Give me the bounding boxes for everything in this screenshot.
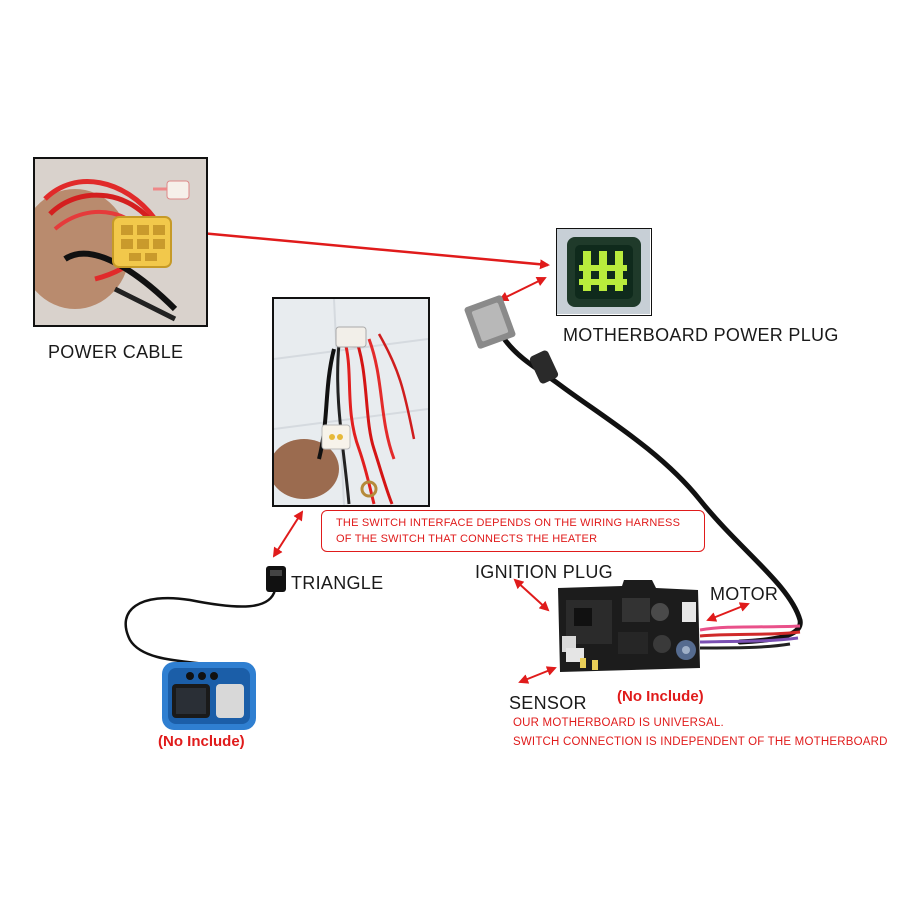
arrow-harness-to-triangle (272, 510, 304, 558)
label-triangle: TRIANGLE (291, 573, 384, 593)
harness-photo-icon (274, 299, 428, 505)
harness-photo (272, 297, 430, 507)
arrow-plug-to-connector (498, 277, 547, 301)
label-no-include-switch: (No Include) (158, 733, 245, 750)
label-motherboard-power-plug: MOTHERBOARD POWER PLUG (563, 325, 839, 345)
motherboard (552, 578, 704, 678)
note-line-1: OUR MOTHERBOARD IS UNIVERSAL. (513, 717, 724, 729)
arrow-power-to-plug (188, 227, 550, 270)
triangle-connector (266, 566, 286, 592)
switch-controller-icon (162, 662, 256, 730)
label-no-include-board: (No Include) (617, 688, 704, 705)
callout-line-2: OF THE SWITCH THAT CONNECTS THE HEATER (336, 533, 598, 545)
switch-cable (124, 589, 277, 670)
motherboard-icon (558, 580, 700, 672)
switch-controller (160, 660, 258, 732)
cable-connector-housing (464, 295, 559, 384)
label-power-cable: POWER CABLE (48, 342, 184, 362)
board-wire-bundle (699, 624, 801, 650)
arrow-ignition (513, 578, 550, 612)
motherboard-plug-photo-icon (557, 229, 650, 314)
label-sensor: SENSOR (509, 693, 587, 713)
label-motor: MOTOR (710, 584, 779, 604)
motherboard-plug-photo (556, 228, 652, 316)
power-cable-photo (33, 157, 208, 327)
power-cable-photo-icon (35, 159, 206, 325)
label-ignition-plug: IGNITION PLUG (475, 562, 613, 582)
arrow-motor (706, 602, 750, 622)
arrow-sensor (518, 666, 557, 684)
note-line-2: SWITCH CONNECTION IS INDEPENDENT OF THE … (513, 736, 888, 748)
callout-line-1: THE SWITCH INTERFACE DEPENDS ON THE WIRI… (336, 517, 681, 529)
switch-interface-callout: THE SWITCH INTERFACE DEPENDS ON THE WIRI… (321, 510, 705, 552)
